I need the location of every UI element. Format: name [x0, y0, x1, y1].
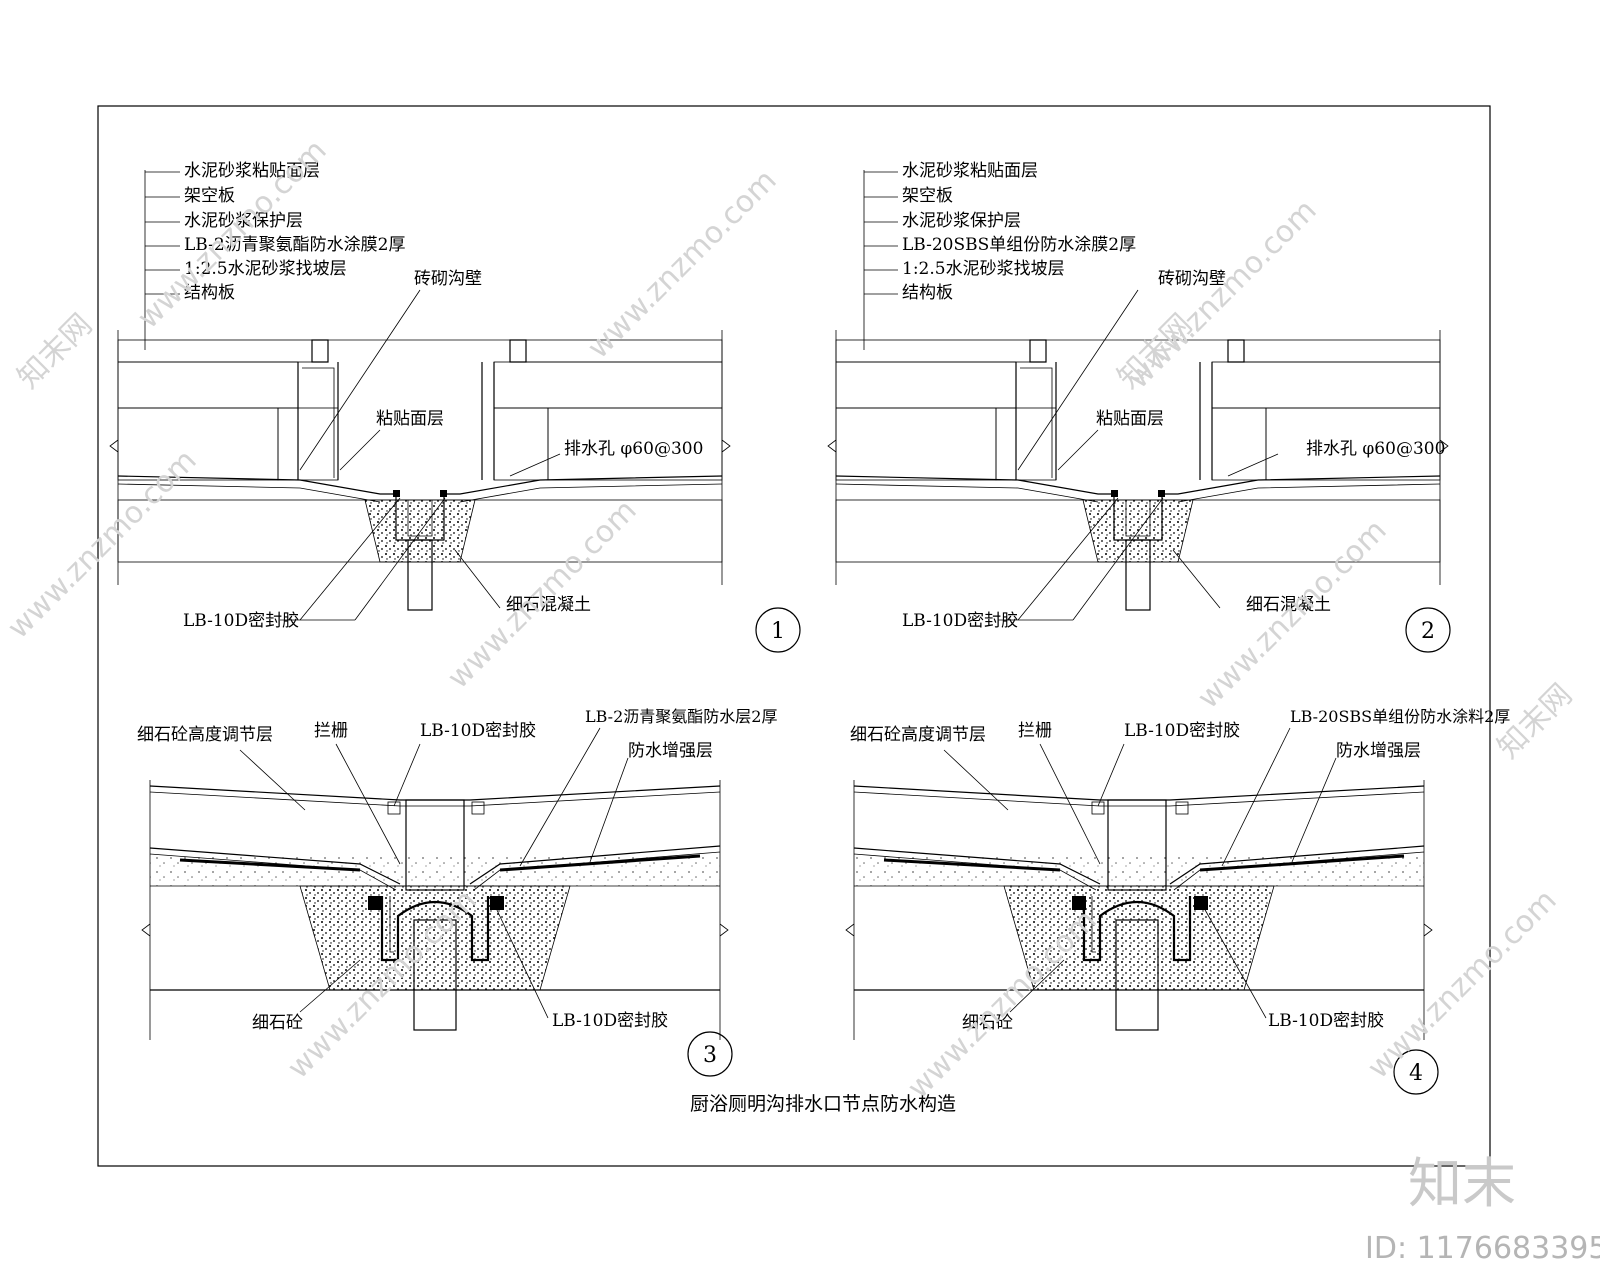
watermark-site-text: www.znzmo.com [1191, 513, 1394, 716]
drain-hole-label: 排水孔 φ60@300 [1306, 439, 1445, 459]
sealant-bottom-label: LB-10D密封胶 [552, 1011, 668, 1031]
concrete-label: 细石混凝土 [506, 595, 591, 615]
grate-label: 拦栅 [1018, 721, 1052, 741]
watermark-site-text: www.znzmo.com [1, 443, 204, 646]
detail-3: 细石砼高度调节层 拦栅 LB-10D密封胶 LB-2沥青聚氨酯防水层2厚 防水增… [137, 707, 777, 1077]
layer-label: 水泥砂浆粘贴面层 [902, 161, 1038, 181]
layer-label: LB-20SBS单组份防水涂膜2厚 [902, 235, 1136, 255]
facing-label: 粘贴面层 [376, 409, 444, 429]
sealant-top-label: LB-10D密封胶 [1124, 721, 1240, 741]
adjust-layer-label: 细石砼高度调节层 [137, 725, 273, 745]
watermark-site-text: www.znzmo.com [581, 163, 784, 366]
detail-2: 水泥砂浆粘贴面层 架空板 水泥砂浆保护层 LB-20SBS单组份防水涂膜2厚 1… [827, 161, 1451, 653]
watermark-brand-text: 知末网 [11, 307, 99, 395]
wall-label: 砖砌沟壁 [1158, 269, 1226, 289]
watermark-id: ID: 1176683395 [1365, 1231, 1600, 1266]
watermark-site-text: www.znzmo.com [441, 493, 644, 696]
concrete-label: 细石混凝土 [1246, 595, 1331, 615]
sealant-top-label: LB-10D密封胶 [420, 721, 536, 741]
reinforce-label: 防水增强层 [628, 741, 713, 761]
drawing-title: 厨浴厕明沟排水口节点防水构造 [690, 1093, 956, 1115]
watermark-logo: 知末 [1408, 1152, 1516, 1215]
detail-number: 1 [771, 619, 785, 644]
reinforce-label: 防水增强层 [1336, 741, 1421, 761]
layer-label: LB-2沥青聚氨酯防水涂膜2厚 [184, 235, 405, 255]
layer-label: 水泥砂浆保护层 [184, 211, 303, 231]
membrane-label: LB-20SBS单组份防水涂料2厚 [1290, 707, 1510, 726]
layer-label: 架空板 [184, 186, 235, 206]
sealant-label: LB-10D密封胶 [902, 611, 1018, 631]
layer-label: 水泥砂浆保护层 [902, 211, 1021, 231]
drawing-frame [97, 105, 1491, 1167]
layer-label: 1:2.5水泥砂浆找坡层 [902, 259, 1065, 279]
layer-label: 水泥砂浆粘贴面层 [184, 161, 320, 181]
detail-number: 3 [703, 1043, 717, 1068]
watermark-site-text: www.znzmo.com [901, 903, 1104, 1106]
layer-label: 结构板 [184, 283, 235, 303]
concrete-label: 细石砼 [252, 1013, 303, 1033]
detail-1: 水泥砂浆粘贴面层 架空板 水泥砂浆保护层 LB-2沥青聚氨酯防水涂膜2厚 1:2… [109, 161, 801, 653]
watermark-site-text: www.znzmo.com [1361, 883, 1564, 1086]
layer-label: 架空板 [902, 186, 953, 206]
sealant-bottom-label: LB-10D密封胶 [1268, 1011, 1384, 1031]
detail-number: 4 [1409, 1061, 1423, 1086]
layer-labels-2: 水泥砂浆粘贴面层 架空板 水泥砂浆保护层 LB-20SBS单组份防水涂膜2厚 1… [902, 161, 1136, 303]
drain-hole-label: 排水孔 φ60@300 [564, 439, 703, 459]
facing-label: 粘贴面层 [1096, 409, 1164, 429]
layer-labels-1: 水泥砂浆粘贴面层 架空板 水泥砂浆保护层 LB-2沥青聚氨酯防水涂膜2厚 1:2… [184, 161, 405, 303]
adjust-layer-label: 细石砼高度调节层 [850, 725, 986, 745]
wall-label: 砖砌沟壁 [414, 269, 482, 289]
sealant-label: LB-10D密封胶 [183, 611, 299, 631]
concrete-label: 细石砼 [962, 1013, 1013, 1033]
grate-label: 拦栅 [314, 721, 348, 741]
layer-label: 1:2.5水泥砂浆找坡层 [184, 259, 347, 279]
detail-4: 细石砼高度调节层 拦栅 LB-10D密封胶 LB-20SBS单组份防水涂料2厚 … [845, 707, 1510, 1095]
membrane-label: LB-2沥青聚氨酯防水层2厚 [585, 707, 777, 726]
layer-label: 结构板 [902, 283, 953, 303]
detail-number: 2 [1421, 619, 1435, 644]
